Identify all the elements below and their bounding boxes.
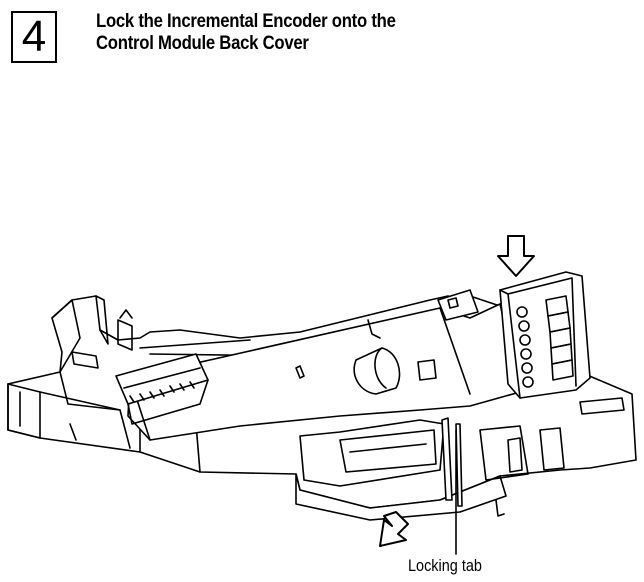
page-title: Lock the Incremental Encoder onto the Co…: [96, 11, 466, 55]
title-line-1: Lock the Incremental Encoder onto the: [96, 11, 396, 32]
down-arrow-icon: [497, 235, 535, 277]
step-number: 4: [21, 12, 47, 61]
pull-arrow-icon: [379, 511, 409, 547]
cover-front-latch: [295, 397, 625, 521]
locking-tab-label: Locking tab: [408, 556, 482, 575]
encoder-board: [115, 303, 521, 441]
terminal-block: [437, 271, 591, 399]
title-line-2: Control Module Back Cover: [96, 33, 309, 54]
step-number-box: 4: [11, 11, 57, 63]
